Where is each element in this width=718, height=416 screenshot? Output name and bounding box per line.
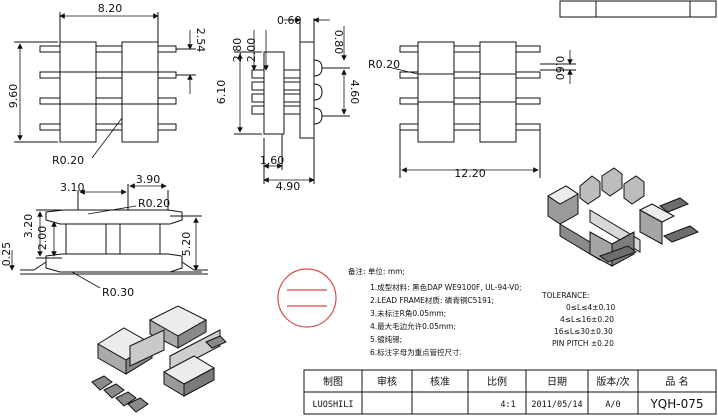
- tolerance-block: TOLERANCE: 0≤L≤4±0.10 4≤L≤16±0.20 16≤L≤3…: [541, 291, 616, 348]
- tolerance-row-3: 16≤L≤30±0.30: [554, 327, 613, 336]
- dim-bottom-radius: R0.20: [138, 197, 170, 210]
- revision-table: [559, 0, 717, 18]
- dim-overall-height: 9.60: [7, 84, 20, 109]
- dim-pin-span: 4.60: [348, 80, 361, 105]
- title-block: [303, 369, 717, 415]
- tolerance-title: TOLERANCE:: [541, 291, 590, 300]
- dim-bottom-offset: 0.25: [0, 242, 13, 267]
- tb-version: A/0: [605, 400, 620, 410]
- projection-symbol: [277, 268, 337, 328]
- tb-drawn-by: LUOSHILI: [313, 400, 354, 410]
- tb-header-scale: 比例: [487, 375, 507, 388]
- dim-front-width: 12.20: [454, 167, 486, 180]
- notes-item-3: 3.未标注R角0.05mm;: [370, 308, 446, 318]
- dim-side-b: 2.00: [245, 38, 258, 63]
- dim-side-c: 0.80: [332, 30, 345, 55]
- tb-header-approve: 核准: [430, 375, 450, 388]
- tb-part-name: YQH-075: [649, 397, 703, 411]
- notes-item-4: 4.最大毛边允许0.05mm;: [370, 321, 456, 331]
- notes-item-5: 5.镀纯锡;: [370, 334, 402, 344]
- dim-side-base: 1.60: [260, 154, 285, 167]
- dim-side-a: 2.80: [231, 38, 244, 63]
- dim-bottom-h1: 3.20: [22, 214, 35, 239]
- dim-side-depth: 4.90: [276, 180, 301, 193]
- notes-item-2: 2.LEAD FRAME材质: 磷青铜C5191;: [370, 295, 494, 305]
- dim-front-pin: 0.60: [553, 56, 566, 81]
- dim-side-pin-gap: 0.60: [277, 14, 302, 27]
- tolerance-row-1: 0≤L≤4±0.10: [566, 303, 616, 312]
- tb-header-part-name: 品 名: [665, 375, 688, 388]
- notes-title: 备注: 单位: mm;: [348, 266, 405, 276]
- tb-header-date: 日期: [547, 376, 567, 388]
- dim-bottom-a: 3.10: [60, 181, 85, 194]
- dim-bottom-b: 3.90: [136, 173, 161, 186]
- side-view: [234, 18, 350, 184]
- dim-corner-radius-a: R0.20: [52, 154, 84, 167]
- tolerance-row-4: PIN PITCH ±0.20: [552, 339, 614, 348]
- isometric-view-bottom: [91, 305, 227, 413]
- dim-side-height: 6.10: [215, 80, 228, 105]
- tb-date: 2011/05/14: [531, 400, 582, 410]
- dim-top-width: 8.20: [98, 2, 123, 15]
- notes-item-6: 6.标注字母为重点管控尺寸.: [370, 347, 462, 357]
- tb-header-drawn: 制图: [323, 375, 343, 388]
- notes-block: 备注: 单位: mm; 1.成型材料: 黑色DAP WE9100F, UL-94…: [348, 266, 522, 357]
- dim-bottom-radius-b: R0.30: [102, 286, 134, 299]
- tolerance-row-2: 4≤L≤16±0.20: [560, 315, 614, 324]
- dim-bottom-h2: 2.00: [36, 226, 49, 251]
- dim-bottom-height: 5.20: [180, 232, 193, 257]
- front-view: [399, 41, 576, 178]
- top-view: [14, 12, 196, 143]
- dim-pin-pitch: 2.54: [194, 28, 207, 53]
- isometric-view-right: [547, 167, 700, 267]
- tb-header-review: 审核: [377, 375, 397, 388]
- notes-item-1: 1.成型材料: 黑色DAP WE9100F, UL-94-V0;: [370, 282, 522, 292]
- dim-front-radius: R0.20: [368, 58, 400, 71]
- profile-view: [20, 184, 208, 275]
- tb-scale: 4:1: [500, 400, 515, 410]
- tb-header-version: 版本/次: [596, 375, 629, 388]
